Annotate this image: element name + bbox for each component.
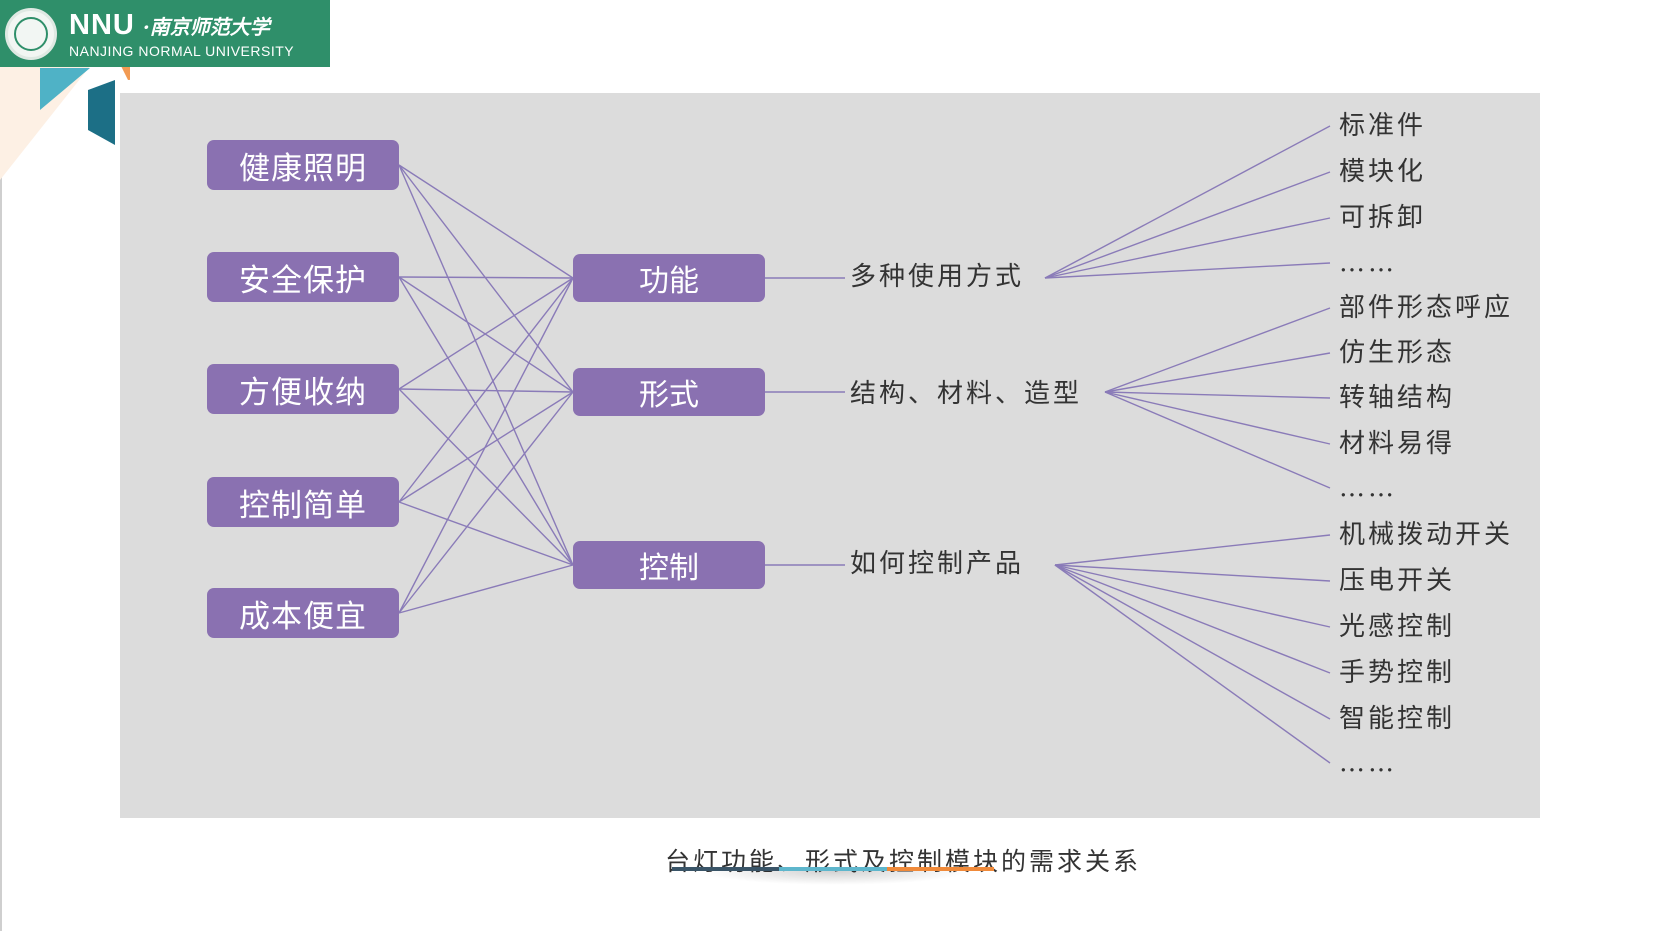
form-item: 材料易得 bbox=[1339, 429, 1456, 459]
function-detail: 多种使用方式 bbox=[850, 262, 1025, 292]
detail-item-link bbox=[1054, 564, 1331, 674]
university-logo: NNU ·南京师范大学 NANJING NORMAL UNIVERSITY bbox=[0, 0, 330, 67]
corner-decoration bbox=[0, 60, 130, 180]
form-item: …… bbox=[1339, 473, 1397, 503]
function-item: …… bbox=[1339, 248, 1397, 278]
form-detail: 结构、材料、造型 bbox=[850, 379, 1083, 409]
control-item: 压电开关 bbox=[1339, 566, 1456, 596]
need-simple-control: 控制简单 bbox=[207, 477, 399, 527]
need-module-link bbox=[398, 564, 574, 614]
control-item: 机械拨动开关 bbox=[1339, 520, 1514, 550]
detail-item-link bbox=[1104, 352, 1331, 393]
logo-abbreviation: NNU bbox=[69, 8, 135, 41]
detail-item-link bbox=[1054, 534, 1331, 566]
detail-item-link bbox=[1104, 307, 1331, 393]
detail-item-link bbox=[1054, 564, 1331, 628]
form-item: 部件形态呼应 bbox=[1339, 293, 1514, 323]
need-module-link bbox=[398, 164, 574, 393]
logo-chinese-name: ·南京师范大学 bbox=[142, 14, 270, 39]
need-easy-storage: 方便收纳 bbox=[207, 364, 399, 414]
control-detail: 如何控制产品 bbox=[850, 549, 1025, 579]
detail-item-link bbox=[1044, 262, 1331, 279]
need-module-link bbox=[398, 277, 574, 503]
control-item: 智能控制 bbox=[1339, 704, 1456, 734]
module-function: 功能 bbox=[573, 254, 765, 302]
function-item: 可拆卸 bbox=[1339, 203, 1427, 233]
need-module-link bbox=[398, 276, 574, 393]
connection-lines bbox=[398, 125, 1331, 764]
university-seal-icon bbox=[5, 7, 57, 60]
need-module-link bbox=[398, 276, 574, 566]
function-item: 模块化 bbox=[1339, 157, 1427, 187]
need-module-link bbox=[398, 388, 574, 566]
need-module-link bbox=[398, 276, 574, 279]
need-module-link bbox=[398, 164, 574, 566]
detail-item-link bbox=[1044, 171, 1331, 279]
module-control: 控制 bbox=[573, 541, 765, 589]
footer-bar-shadow bbox=[700, 871, 970, 885]
detail-item-link bbox=[1104, 391, 1331, 489]
control-item: 光感控制 bbox=[1339, 612, 1456, 642]
need-low-cost: 成本便宜 bbox=[207, 588, 399, 638]
module-form: 形式 bbox=[573, 368, 765, 416]
need-module-link bbox=[398, 501, 574, 566]
footer-color-bar bbox=[672, 867, 994, 871]
function-item: 标准件 bbox=[1339, 111, 1427, 141]
detail-item-link bbox=[1054, 564, 1331, 764]
need-health-lighting: 健康照明 bbox=[207, 140, 399, 190]
need-module-link bbox=[398, 277, 574, 390]
need-module-link bbox=[398, 391, 574, 614]
need-safety-protection: 安全保护 bbox=[207, 252, 399, 302]
detail-item-link bbox=[1044, 125, 1331, 279]
control-item: 手势控制 bbox=[1339, 658, 1456, 688]
form-item: 转轴结构 bbox=[1339, 383, 1456, 413]
need-module-link bbox=[398, 277, 574, 614]
detail-item-link bbox=[1104, 391, 1331, 445]
form-item: 仿生形态 bbox=[1339, 338, 1456, 368]
diagram-panel: 健康照明 安全保护 方便收纳 控制简单 成本便宜 功能 形式 控制 多种使用方式… bbox=[120, 93, 1540, 876]
detail-item-link bbox=[1054, 564, 1331, 582]
detail-item-link bbox=[1054, 564, 1331, 720]
detail-item-link bbox=[1104, 391, 1331, 399]
logo-english-name: NANJING NORMAL UNIVERSITY bbox=[69, 42, 295, 59]
detail-item-link bbox=[1044, 217, 1331, 279]
left-edge-rule bbox=[0, 0, 2, 931]
control-item: …… bbox=[1339, 748, 1397, 778]
diagram-caption: 台灯功能、形式及控制模块的需求关系 bbox=[665, 847, 1142, 876]
need-module-link bbox=[398, 164, 574, 279]
